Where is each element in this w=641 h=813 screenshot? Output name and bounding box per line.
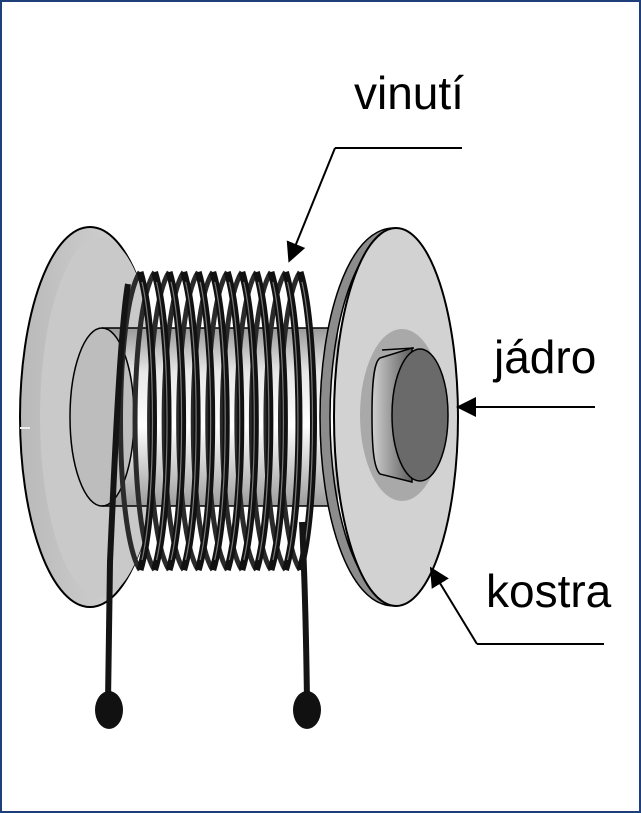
winding-turn-highlight [199,281,212,561]
label-winding-text: vinutí [354,67,464,119]
label-winding: vinutí [286,67,464,263]
terminal-right [293,691,321,729]
winding-turn-highlight [185,281,197,561]
winding-turn-highlight [272,281,284,561]
winding [118,270,317,572]
winding-turn-highlight [141,281,154,561]
winding-turn-highlight [301,281,314,561]
winding-turn-highlight [228,281,241,561]
winding-turn-highlight [286,281,299,561]
label-core: jádro [456,331,596,417]
winding-turn-back [118,270,143,572]
winding-turn-highlight [214,281,226,561]
lead-wires [95,283,321,729]
terminal-left [95,691,123,729]
winding-turn-highlight [243,281,255,561]
label-frame: kostra [429,565,612,645]
winding-turn-highlight [257,281,270,561]
label-core-text: jádro [492,331,596,383]
label-frame-text: kostra [486,565,612,617]
winding-turn-highlight [170,281,183,561]
core [371,346,449,483]
winding-turn-highlight [155,281,168,561]
